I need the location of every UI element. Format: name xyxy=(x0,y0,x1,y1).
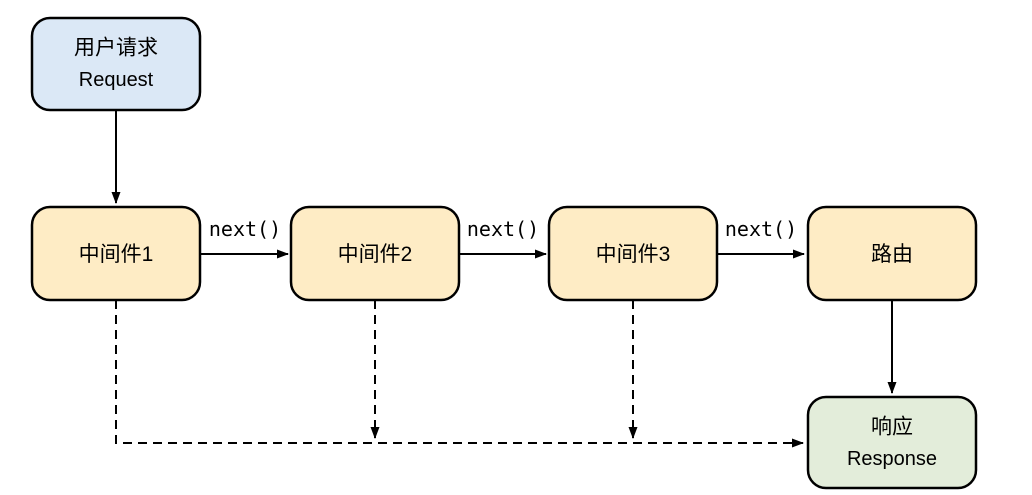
middleware3-label: 中间件3 xyxy=(596,243,671,266)
request-label-en: Request xyxy=(79,69,154,91)
middleware3-box xyxy=(547,205,719,302)
next-label-2: next() xyxy=(467,217,539,241)
response-box xyxy=(806,395,978,490)
node-request: 用户请求 Request xyxy=(30,16,202,112)
router-box xyxy=(806,205,978,302)
response-label-en: Response xyxy=(847,448,937,470)
middleware2-box xyxy=(289,205,461,302)
middleware2-label: 中间件2 xyxy=(338,243,413,266)
node-middleware1: 中间件1 xyxy=(30,205,202,302)
response-label-zh: 响应 xyxy=(871,416,913,439)
router-label: 路由 xyxy=(871,243,913,266)
middleware1-label: 中间件1 xyxy=(79,243,154,266)
node-response: 响应 Response xyxy=(806,395,978,490)
node-middleware3: 中间件3 xyxy=(547,205,719,302)
next-label-3: next() xyxy=(725,217,797,241)
next-label-1: next() xyxy=(209,217,281,241)
request-box xyxy=(30,16,202,112)
request-label-zh: 用户请求 xyxy=(74,37,158,60)
node-middleware2: 中间件2 xyxy=(289,205,461,302)
node-router: 路由 xyxy=(806,205,978,302)
middleware1-box xyxy=(30,205,202,302)
dashed-edge-middleware1-to-response xyxy=(115,300,804,448)
